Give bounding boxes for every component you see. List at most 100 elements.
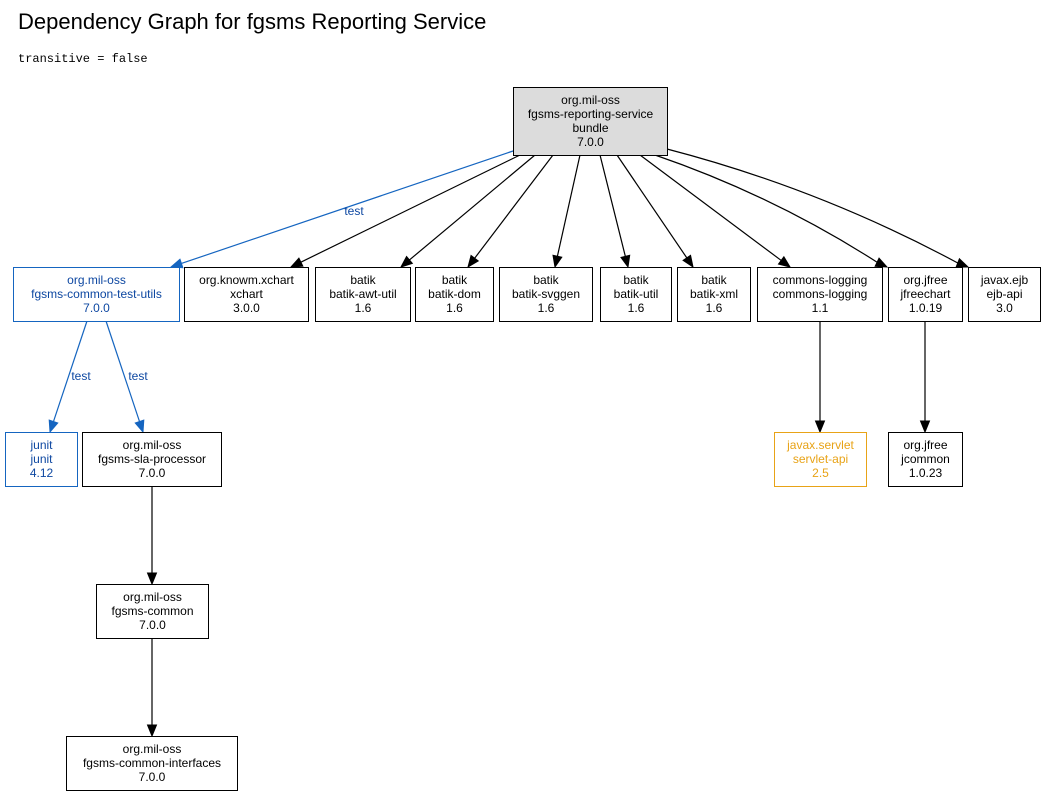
node-label-line: batik [623, 273, 649, 287]
edge-arrowhead [874, 257, 889, 268]
edge-arrowhead [289, 257, 304, 268]
edge-common-to-interfaces [146, 638, 158, 738]
edge-arrowhead [777, 255, 792, 268]
node-label-line: ejb-api [986, 287, 1022, 301]
node-label-line: 1.1 [812, 301, 829, 315]
node-label-line: org.jfree [903, 273, 947, 287]
node-box [5, 432, 78, 487]
edge-arrowhead [814, 420, 826, 434]
node-label-line: batik-awt-util [329, 287, 396, 301]
node-label-line: 1.0.19 [909, 301, 943, 315]
node-label-line: 7.0.0 [83, 301, 110, 315]
edge-root-to-batik_svggen [552, 154, 581, 269]
node-label-line: 1.6 [628, 301, 645, 315]
node-label-line: org.knowm.xchart [199, 273, 294, 287]
node-label-line: commons-logging [773, 287, 868, 301]
edge-root-to-xchart [289, 154, 521, 268]
node-label-line: batik-dom [428, 287, 481, 301]
node-label-line: 1.6 [538, 301, 555, 315]
node-label-line: javax.servlet [786, 438, 854, 452]
edge-arrowhead [620, 254, 631, 269]
edge-root-to-batik_dom [467, 154, 554, 269]
graph-subtitle: transitive = false [18, 52, 148, 66]
node-label-line: 7.0.0 [139, 770, 166, 784]
edge-line [52, 320, 88, 422]
edge-arrowhead [955, 257, 970, 268]
node-box [513, 87, 668, 156]
edge-root-to-ejb [666, 148, 970, 268]
node-label-line: fgsms-common [111, 604, 193, 618]
node-label-line: 2.5 [812, 466, 829, 480]
edge-label: test [128, 369, 148, 383]
edge-label: test [71, 369, 91, 383]
node-label-line: org.jfree [903, 438, 947, 452]
node-label-line: javax.ejb [980, 273, 1029, 287]
edge-commons_logging-to-servlet [814, 321, 826, 434]
edge-line [599, 154, 626, 257]
node-box [499, 267, 593, 322]
edge-test_utils-to-junit: test [48, 320, 91, 434]
node-label-line: org.mil-oss [67, 273, 126, 287]
node-box [774, 432, 867, 487]
node-label-line: batik [350, 273, 376, 287]
node-label-line: org.mil-oss [123, 438, 182, 452]
edge-test_utils-to-sla: test [105, 320, 148, 434]
edge-line [105, 320, 141, 422]
node-box [888, 267, 963, 322]
node-label-line: bundle [572, 121, 608, 135]
edge-line [300, 154, 521, 263]
node-root[interactable]: org.mil-ossfgsms-reporting-servicebundle… [513, 87, 668, 156]
node-box [757, 267, 883, 322]
node-box [677, 267, 751, 322]
node-label-line: batik [533, 273, 559, 287]
edge-arrowhead [467, 254, 480, 269]
page-title: Dependency Graph for fgsms Reporting Ser… [18, 9, 487, 34]
edge-root-to-test_utils: test [169, 150, 514, 269]
node-box [13, 267, 180, 322]
node-label-line: batik [701, 273, 727, 287]
edge-arrowhead [682, 254, 694, 269]
edge-root-to-jfreechart [654, 154, 889, 268]
edges-layer: test test test [48, 148, 970, 738]
node-label-line: fgsms-common-test-utils [31, 287, 162, 301]
edge-arrowhead [399, 255, 414, 268]
edge-line [556, 154, 581, 257]
node-label-line: 4.12 [30, 466, 54, 480]
node-label-line: fgsms-common-interfaces [83, 756, 221, 770]
edge-root-to-commons_logging [639, 154, 792, 268]
node-label-line: 1.6 [355, 301, 372, 315]
node-label-line: jfreechart [899, 287, 951, 301]
edge-line [639, 154, 782, 261]
node-label-line: org.mil-oss [561, 93, 620, 107]
edge-label: test [344, 204, 364, 218]
edge-line [666, 148, 959, 264]
edge-arrowhead [919, 420, 931, 434]
node-label-line: org.mil-oss [123, 590, 182, 604]
edge-sla-to-common [146, 486, 158, 586]
node-label-line: fgsms-reporting-service [528, 107, 654, 121]
node-box [96, 584, 209, 639]
node-box [315, 267, 411, 322]
node-label-line: 3.0.0 [233, 301, 260, 315]
node-box [600, 267, 672, 322]
edge-jfreechart-to-jcommon [919, 321, 931, 434]
node-label-line: 1.0.23 [909, 466, 943, 480]
edge-arrowhead [134, 419, 145, 434]
node-label-line: junit [29, 452, 53, 466]
